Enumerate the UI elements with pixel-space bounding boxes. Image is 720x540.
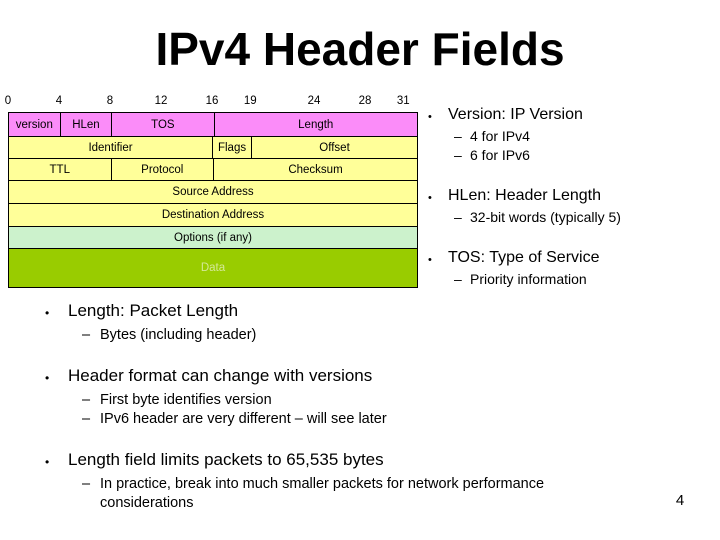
bullet-text: Version: IP Version xyxy=(448,106,583,123)
bullet-item: • Version: IP Version xyxy=(428,105,720,127)
bullet-text: Header format can change with versions xyxy=(68,366,373,385)
header-field: HLen xyxy=(59,113,112,136)
page-number: 4 xyxy=(675,492,685,509)
dash-marker: – xyxy=(454,209,462,225)
bullet-marker: • xyxy=(45,455,50,469)
sub-bullet-item: –Priority information xyxy=(454,270,720,289)
bullet-text: Length field limits packets to 65,535 by… xyxy=(68,450,384,469)
header-field: TTL xyxy=(49,163,70,176)
page-title: IPv4 Header Fields xyxy=(155,23,565,75)
header-field: version xyxy=(15,118,53,131)
bit-ruler: 0 4 8 12 16 19 24 28 31 xyxy=(4,94,420,108)
bullet-marker: • xyxy=(45,371,50,385)
dash-marker: – xyxy=(82,476,91,492)
sub-bullet-item: –IPv6 header are very different – will s… xyxy=(82,410,622,429)
header-row: Destination Address xyxy=(9,203,417,226)
header-field: Offset xyxy=(251,137,417,158)
bullet-group: • TOS: Type of Service –Priority informati… xyxy=(428,248,720,289)
sub-bullet-item: –6 for IPv6 xyxy=(454,146,720,165)
sub-bullet-item: –Bytes (including header) xyxy=(82,326,622,345)
bullet-text: HLen: Header Length xyxy=(448,187,601,204)
bit-tick-label: 28 xyxy=(358,95,372,107)
bullet-group: • Length field limits packets to 65,535 b… xyxy=(45,449,710,513)
header-field: Flags xyxy=(212,137,251,158)
header-field: Identifier xyxy=(88,141,133,154)
bit-tick-label: 24 xyxy=(307,95,321,107)
sub-bullet-item: –32-bit words (typically 5) xyxy=(454,208,720,227)
sub-bullet-item: –In practice, break into much smaller pa… xyxy=(82,475,622,513)
header-row: Options (if any) xyxy=(9,226,417,248)
bullet-group: •Version: IP Version–4 for IPv4–6 for IP… xyxy=(428,105,720,165)
bullet-marker: • xyxy=(428,111,432,123)
bullet-marker: • xyxy=(428,254,432,266)
bit-tick-label: 0 xyxy=(4,95,12,107)
right-bullet-list: •Version: IP Version–4 for IPv4–6 for IP… xyxy=(428,105,720,310)
dash-marker: – xyxy=(454,147,462,163)
bullet-text: Length: Packet Length xyxy=(68,301,239,320)
bullet-marker: • xyxy=(45,306,50,320)
sub-bullet-item: –4 for IPv4 xyxy=(454,127,720,146)
header-field: Options (if any) xyxy=(174,231,252,244)
header-field: Source Address xyxy=(172,186,254,198)
bullet-group: • HLen: Header Length –32-bit words (typic… xyxy=(428,186,720,227)
bit-tick-label: 19 xyxy=(243,95,257,107)
dash-marker: – xyxy=(82,411,91,427)
header-field: Destination Address xyxy=(161,209,265,221)
dash-marker: – xyxy=(454,128,462,144)
sub-bullet-text: 32-bit words (typically 5) xyxy=(470,209,621,225)
sub-bullet-item: –First byte identifies version xyxy=(82,391,622,410)
dash-marker: – xyxy=(454,271,462,287)
sub-bullet-text: Bytes (including header) xyxy=(100,327,257,343)
bullet-item: • Length field limits packets to 65,535 b… xyxy=(45,449,710,473)
sub-bullet-text: IPv6 header are very different – will se… xyxy=(100,411,387,427)
bit-tick-label: 12 xyxy=(154,95,168,107)
sub-bullet-text: Priority information xyxy=(470,271,587,287)
dash-marker: – xyxy=(82,392,91,408)
bullet-item: • HLen: Header Length xyxy=(428,186,720,208)
header-field: Checksum xyxy=(213,159,417,180)
bullet-text: TOS: Type of Service xyxy=(448,249,600,266)
bullet-marker: • xyxy=(428,192,432,204)
bottom-bullet-list: •Length: Packet Length–Bytes (including … xyxy=(45,300,710,533)
sub-bullet-text: First byte identifies version xyxy=(100,392,272,408)
sub-bullet-text: 4 for IPv4 xyxy=(470,128,530,144)
header-row: Data xyxy=(9,248,417,287)
dash-marker: – xyxy=(82,327,91,343)
sub-bullet-text: 6 for IPv6 xyxy=(470,147,530,163)
header-row: Source Address xyxy=(9,180,417,203)
header-field: Data xyxy=(200,262,226,274)
bit-tick-label: 8 xyxy=(106,95,114,107)
sub-bullet-text: In practice, break into much smaller pac… xyxy=(100,476,545,511)
bullet-group: • Header format can change with versions –… xyxy=(45,365,710,429)
header-field: TOS xyxy=(111,113,213,136)
header-field: Protocol xyxy=(110,159,214,180)
bullet-item: • Header format can change with versions xyxy=(45,365,710,389)
bit-tick-label: 31 xyxy=(396,95,410,107)
bullet-item: • Length: Packet Length xyxy=(45,300,710,324)
header-field: Length xyxy=(213,113,418,136)
bullet-item: • TOS: Type of Service xyxy=(428,248,720,270)
bit-tick-label: 4 xyxy=(55,95,63,107)
bullet-group: • Length: Packet Length –Bytes (including … xyxy=(45,300,710,345)
bit-tick-label: 16 xyxy=(205,95,219,107)
